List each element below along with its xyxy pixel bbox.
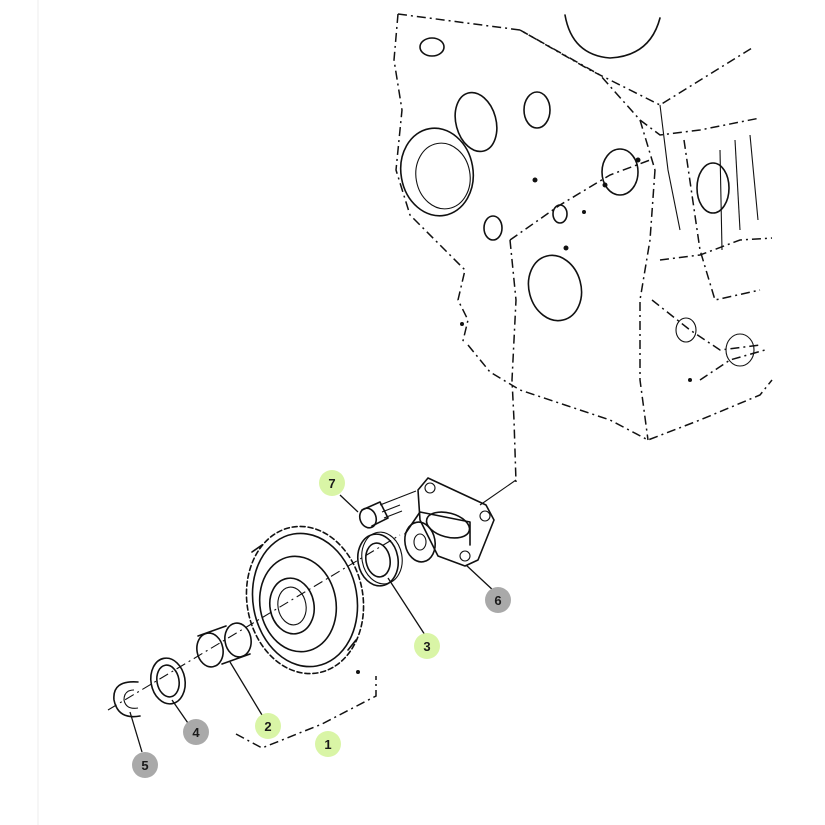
part-3-thrust-washer xyxy=(356,531,403,587)
centerline xyxy=(107,534,401,711)
part-7-bolt xyxy=(358,490,417,529)
callout-3[interactable]: 3 xyxy=(414,633,440,659)
engine-block xyxy=(393,13,773,483)
part-4-washer xyxy=(149,657,187,705)
callout-5[interactable]: 5 xyxy=(132,752,158,778)
assembly-line xyxy=(479,479,517,506)
leader-lines xyxy=(129,494,496,753)
callout-7[interactable]: 7 xyxy=(319,470,345,496)
callout-6[interactable]: 6 xyxy=(485,587,511,613)
callout-4[interactable]: 4 xyxy=(183,719,209,745)
callout-2[interactable]: 2 xyxy=(255,713,281,739)
part-2-bushing xyxy=(196,622,252,668)
part-1-idler-gear xyxy=(245,525,365,675)
part-6-idler-shaft-bracket xyxy=(404,477,495,567)
engine-block-holes xyxy=(399,14,755,382)
part-5-snap-ring xyxy=(113,681,141,718)
callout-1[interactable]: 1 xyxy=(315,731,341,757)
